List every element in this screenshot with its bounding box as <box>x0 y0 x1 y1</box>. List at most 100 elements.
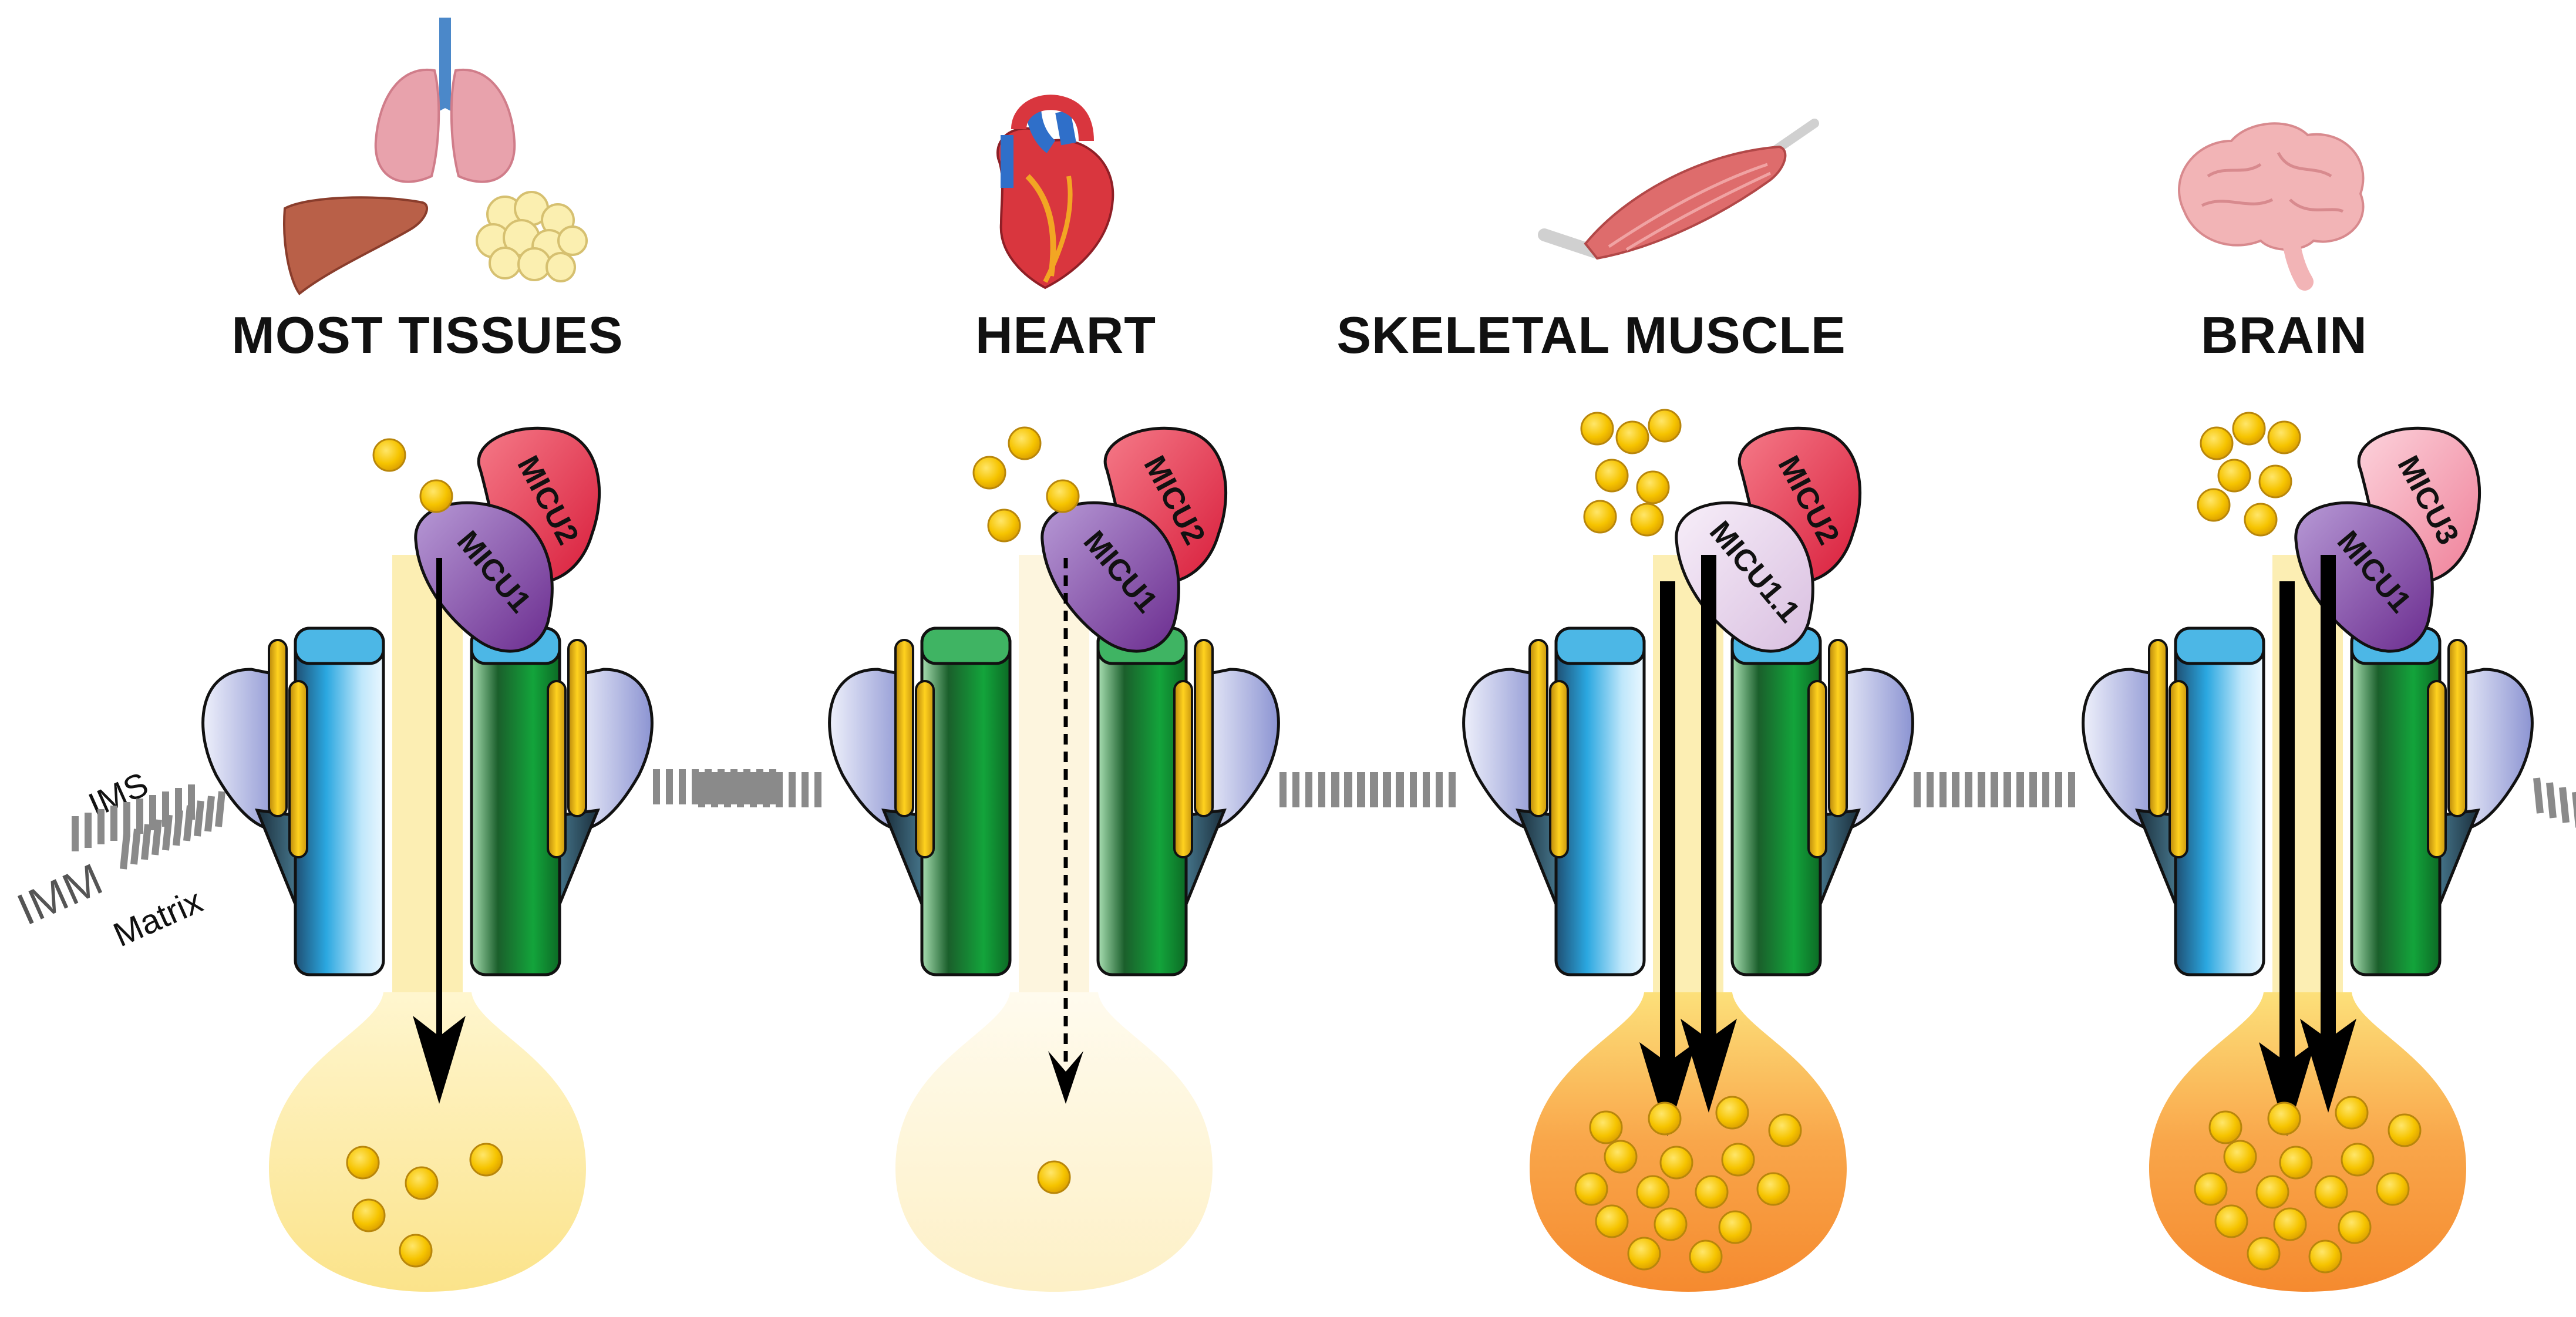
emre-helix-2 <box>288 680 308 858</box>
calcium-ion <box>1648 409 1682 443</box>
adipose-icon <box>476 191 588 282</box>
calcium-ion <box>2267 420 2301 454</box>
matrix-calcium-ion <box>1715 1096 1749 1130</box>
emre-helix-1 <box>2148 639 2168 817</box>
panel-title-skeletal-muscle: SKELETAL MUSCLE <box>1336 306 1846 364</box>
brain-icon <box>2178 122 2365 291</box>
pore-subunit-right <box>2350 626 2442 976</box>
emre-helix-2 <box>2168 680 2188 858</box>
calcium-ion <box>1580 412 1614 446</box>
panels-root: MICU2MICU1MICU2MICU1MICU2MICU1.1MICU3MIC… <box>72 409 2576 1292</box>
calcium-flux-arrowhead <box>2300 1019 2356 1113</box>
matrix-calcium-ion <box>1604 1140 1638 1174</box>
emre-helix-4 <box>1194 639 1214 817</box>
matrix-calcium-ion <box>352 1198 386 1232</box>
emre-helix-3 <box>547 680 567 858</box>
calcium-ion <box>2232 412 2266 446</box>
matrix-calcium-ion <box>2338 1210 2372 1244</box>
calcium-ion <box>1046 479 1080 513</box>
matrix-calcium-ion <box>1627 1237 1661 1271</box>
pore-cap-left <box>1554 626 1646 665</box>
lungs-icon <box>374 18 516 183</box>
matrix-calcium-ion <box>2223 1140 2257 1174</box>
matrix-calcium-ion <box>1595 1204 1629 1238</box>
pore-cap-left <box>294 626 385 665</box>
inner-membrane <box>72 769 776 870</box>
pore-subunit-left <box>2174 626 2265 976</box>
matrix-calcium-pool <box>895 992 1213 1292</box>
matrix-calcium-ion <box>1659 1146 1693 1180</box>
matrix-calcium-ion <box>1695 1175 1729 1209</box>
matrix-calcium-ion <box>2255 1175 2289 1209</box>
matrix-calcium-ion <box>1768 1113 1802 1147</box>
regulator-top: MICU3 <box>2357 426 2481 584</box>
matrix-calcium-pool <box>269 992 586 1292</box>
emre-helix-3 <box>2427 680 2447 858</box>
matrix-calcium-ion <box>1636 1175 1670 1209</box>
emre-helix-4 <box>1828 639 1848 817</box>
matrix-calcium-ion <box>346 1146 380 1180</box>
calcium-ion <box>2200 426 2234 460</box>
pore-subunit-right <box>1730 626 1822 976</box>
calcium-ion <box>419 479 453 513</box>
calcium-ion <box>1008 426 1042 460</box>
pore-pathway <box>1019 555 1089 1013</box>
calcium-ion <box>1595 459 1629 493</box>
liver-icon <box>283 196 429 295</box>
matrix-calcium-ion <box>1589 1110 1623 1144</box>
panel-title-heart: HEART <box>975 306 1157 364</box>
calcium-ion <box>2244 503 2278 537</box>
matrix-calcium-ion <box>2341 1143 2375 1177</box>
calcium-ion <box>972 456 1006 490</box>
heart-icon <box>996 95 1114 289</box>
calcium-flux-arrowhead <box>1639 1042 1696 1136</box>
matrix-calcium-ion <box>2194 1172 2228 1206</box>
calcium-ion <box>1636 470 1670 504</box>
matrix-calcium-ion <box>2214 1204 2248 1238</box>
matrix-calcium-ion <box>2208 1110 2242 1144</box>
pore-subunit-right <box>1096 626 1188 976</box>
matrix-calcium-ion <box>2388 1113 2422 1147</box>
emre-helix-1 <box>894 639 914 817</box>
matrix-calcium-ion <box>2279 1146 2313 1180</box>
matrix-calcium-ion <box>1574 1172 1608 1206</box>
matrix-calcium-ion <box>1037 1160 1071 1194</box>
pore-subunit-left <box>920 626 1012 976</box>
emre-helix-3 <box>1173 680 1193 858</box>
calcium-flux-arrowhead <box>1048 1051 1083 1104</box>
emre-helix-1 <box>268 639 288 817</box>
matrix-calcium-ion <box>1654 1207 1688 1241</box>
emre-helix-2 <box>1549 680 1569 858</box>
pore-cap-left <box>2174 626 2265 665</box>
calcium-ion <box>1583 500 1617 534</box>
panel-title-brain: BRAIN <box>2201 306 2368 364</box>
calcium-ion <box>1615 420 1649 454</box>
pore-subunit-left <box>294 626 385 976</box>
matrix-calcium-ion <box>405 1166 439 1200</box>
calcium-ion <box>987 508 1021 543</box>
matrix-calcium-ion <box>1689 1239 1723 1274</box>
emre-helix-4 <box>567 639 587 817</box>
pore-cap-left <box>920 626 1012 665</box>
calcium-flux-arrowhead <box>1681 1019 1737 1113</box>
matrix-calcium-ion <box>1756 1172 1790 1206</box>
calcium-ion <box>2217 459 2251 493</box>
matrix-calcium-ion <box>1721 1143 1755 1177</box>
matrix-calcium-ion <box>2335 1096 2369 1130</box>
panel-title-most-tissues: MOST TISSUES <box>231 306 624 364</box>
matrix-calcium-ion <box>1718 1210 1752 1244</box>
regulator-bottom: MICU1 <box>414 501 554 653</box>
muscle-icon <box>1538 119 1819 260</box>
emre-helix-2 <box>915 680 935 858</box>
pore-pathway <box>392 555 463 1013</box>
inner-membrane <box>1952 772 2576 828</box>
pore-subunit-left <box>1554 626 1646 976</box>
matrix-calcium-ion <box>2308 1239 2342 1274</box>
emre-helix-3 <box>1807 680 1827 858</box>
